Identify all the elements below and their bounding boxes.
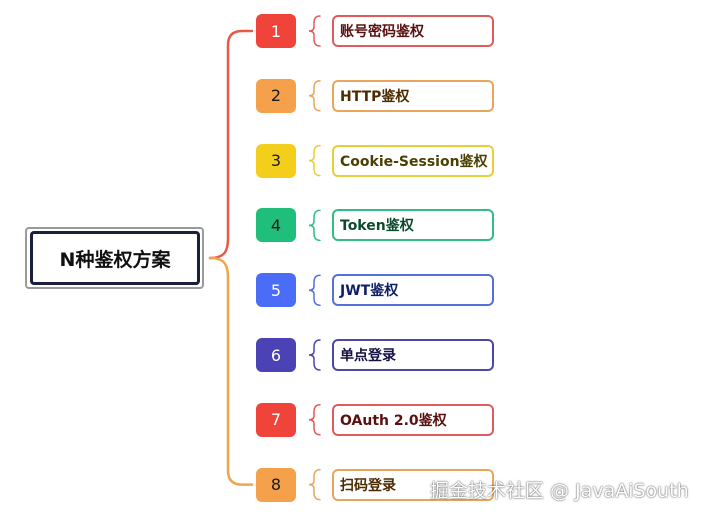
- branch-number-badge[interactable]: 6: [256, 338, 296, 372]
- branch-brace: [308, 15, 321, 47]
- branch-brace: [308, 404, 321, 436]
- branch-number-badge[interactable]: 5: [256, 273, 296, 308]
- root-connector-upper: [208, 29, 254, 260]
- branch-number-badge[interactable]: 8: [256, 467, 296, 502]
- branch-leaf-node[interactable]: JWT鉴权: [332, 274, 494, 307]
- branch-number-badge[interactable]: 4: [256, 208, 296, 243]
- branch-leaf-node[interactable]: Token鉴权: [332, 209, 494, 242]
- branch-number-badge[interactable]: 3: [256, 143, 296, 178]
- root-connector-lower: [208, 256, 254, 486]
- watermark: 掘金技术社区 @ JavaAiSouth: [430, 480, 689, 502]
- branch-leaf-node[interactable]: Cookie-Session鉴权: [332, 144, 494, 177]
- branch-brace: [308, 144, 321, 177]
- branch-brace: [308, 339, 321, 371]
- root-node[interactable]: N种鉴权方案: [30, 231, 200, 285]
- branch-brace: [308, 274, 321, 306]
- branch-leaf-node[interactable]: 扫码登录: [332, 468, 494, 501]
- branch-brace: [308, 80, 321, 112]
- branch-leaf-node[interactable]: OAuth 2.0鉴权: [332, 403, 494, 436]
- branch-brace: [308, 468, 321, 501]
- branch-leaf-node[interactable]: 账号密码鉴权: [332, 15, 494, 47]
- branch-number-badge[interactable]: 7: [256, 402, 296, 437]
- branch-number-badge[interactable]: 1: [256, 14, 296, 48]
- branch-number-badge[interactable]: 2: [256, 78, 296, 113]
- branch-leaf-node[interactable]: 单点登录: [332, 339, 494, 371]
- branch-brace: [308, 209, 321, 242]
- branch-leaf-node[interactable]: HTTP鉴权: [332, 79, 494, 112]
